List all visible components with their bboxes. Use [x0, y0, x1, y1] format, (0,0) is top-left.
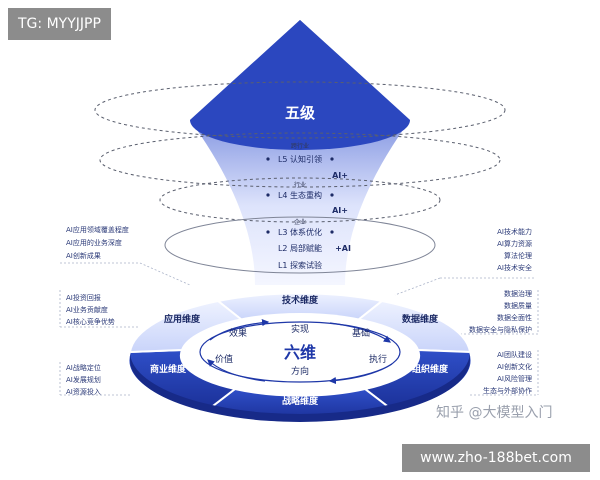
- left-note-1-line-3: AI创新成果: [66, 251, 101, 260]
- right-note-3-line-3: AI风险管理: [497, 374, 532, 383]
- level-3-dot-right: [330, 230, 334, 234]
- right-note-1-line-2: AI算力资源: [497, 239, 532, 248]
- level-4-suffix: AI+: [332, 206, 348, 215]
- right-note-3-line-4: 生态与外部协作: [483, 386, 532, 395]
- left-note-3-line-2: AI发展规划: [66, 375, 101, 384]
- inner-label-value: 价值: [215, 353, 233, 365]
- level-4-tag: 行业: [294, 181, 306, 189]
- left-note-1-line-1: AI应用领域覆盖程度: [66, 225, 129, 234]
- inner-label-execute: 执行: [369, 353, 387, 365]
- level-2-suffix: +AI: [335, 244, 351, 253]
- level-ring-5: [94, 81, 506, 139]
- right-note-1-line-1: AI技术能力: [497, 227, 532, 236]
- left-note-1-leader-b: [139, 262, 191, 286]
- zhihu-watermark: 知乎 @大模型入门: [436, 405, 553, 421]
- outer-label-strategy: 战略维度: [282, 395, 319, 407]
- six-dimension-ring: [127, 292, 473, 424]
- level-5-dot-right: [330, 157, 334, 161]
- level-ring-3: [159, 177, 441, 223]
- outer-label-data: 数据维度: [402, 313, 439, 325]
- cycle-arrow-4: [209, 319, 270, 341]
- inner-label-effect: 效果: [229, 327, 247, 339]
- level-4-name: L4 生态重构: [278, 190, 322, 200]
- right-note-1-leader-b: [394, 277, 441, 296]
- left-note-1-line-2: AI应用的业务深度: [66, 238, 122, 247]
- inner-label-foundation: 基础: [352, 327, 370, 339]
- outer-label-organization: 组织维度: [412, 363, 449, 375]
- inner-disc: [184, 313, 416, 391]
- left-note-2-line-3: AI核心竞争优势: [66, 317, 115, 326]
- level-4-dot-right: [330, 193, 334, 197]
- inner-label-direction: 方向: [291, 365, 309, 377]
- five-level-title: 五级: [285, 104, 316, 122]
- right-note-1-line-3: 算法伦理: [504, 251, 532, 260]
- level-5-suffix: AI+: [332, 171, 348, 180]
- level-3-dot-left: [266, 230, 270, 234]
- left-note-3-line-3: AI资源投入: [66, 387, 101, 396]
- inner-label-realize: 实现: [291, 323, 309, 335]
- left-note-2-line-1: AI投资回报: [66, 293, 101, 302]
- level-5-dot-left: [266, 157, 270, 161]
- level-5-name: L5 认知引领: [278, 154, 322, 164]
- right-note-2-line-3: 数据全面性: [497, 313, 532, 322]
- level-1-name: L1 探索试验: [278, 260, 322, 270]
- level-3-tag: 企业: [294, 218, 306, 226]
- outer-label-business: 商业维度: [150, 363, 187, 375]
- cone-upper-band: [190, 20, 410, 150]
- right-note-2-line-1: 数据治理: [504, 289, 532, 298]
- right-note-2-line-2: 数据质量: [504, 301, 532, 310]
- level-3-name: L3 体系优化: [278, 227, 322, 237]
- right-note-3-line-1: AI团队建设: [497, 350, 532, 359]
- outer-label-application: 应用维度: [164, 313, 201, 325]
- level-ring-4: [99, 132, 501, 188]
- left-note-2-line-2: AI业务贡献度: [66, 305, 108, 314]
- tg-watermark: TG: MYYJJPP: [8, 8, 111, 40]
- cycle-arrow-3: [207, 359, 266, 382]
- level-ring-1: [164, 216, 436, 274]
- site-watermark: www.zho-188bet.com: [402, 444, 590, 472]
- cycle-arrow-2: [328, 363, 393, 385]
- right-note-1-line-4: AI技术安全: [497, 263, 532, 272]
- inner-cycle-ring: [199, 321, 401, 383]
- level-2-name: L2 局部赋能: [278, 243, 322, 253]
- six-dimension-center: 六维: [284, 343, 316, 362]
- left-note-3-line-1: AI战略定位: [66, 363, 101, 372]
- right-note-3-line-2: AI创新文化: [497, 362, 532, 371]
- right-note-2-line-4: 数据安全与隐私保护: [469, 325, 532, 334]
- level-5-tag: 跨行业: [291, 142, 309, 150]
- cycle-arrow-1: [329, 322, 391, 343]
- outer-label-technology: 技术维度: [282, 294, 319, 306]
- level-4-dot-left: [266, 193, 270, 197]
